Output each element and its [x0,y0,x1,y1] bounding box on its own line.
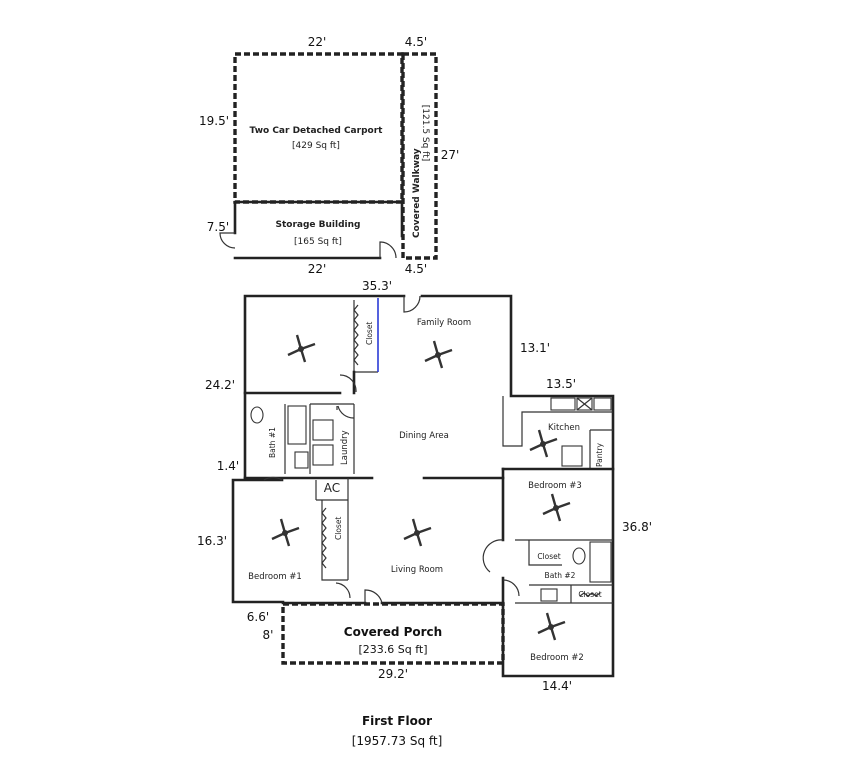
dimension-label: 8' [263,628,274,642]
living-room-label: Living Room [391,565,443,575]
dimension-label: 22' [308,35,327,49]
dimension-label: 4.5' [405,262,427,276]
ac-label: AC [324,481,340,495]
dimension-label: 4.5' [405,35,427,49]
house-exterior-wall [231,294,615,678]
door-swing [482,539,504,573]
closet-label: Closet [537,552,560,561]
ceiling-fan-icon [542,493,571,522]
closet-door [579,592,601,597]
bath1-toilet [250,406,264,424]
dimension-label: 29.2' [378,667,408,681]
plan-total-area: [1957.73 Sq ft] [352,734,443,748]
bath1-label: Bath #1 [268,427,277,458]
walkway-outline [401,52,438,260]
door-swing [337,405,355,419]
dimension-label: 14.4' [542,679,572,693]
stove [593,397,612,411]
closet-label: Closet [578,590,601,599]
walkway-area: [121.5 Sq ft] [420,105,430,161]
closet-door [353,304,359,366]
door-swing [502,579,520,597]
dimension-label: 13.1' [520,341,550,355]
bath2-sink [540,588,558,602]
interior-wall [315,478,349,581]
dryer [312,444,334,466]
ceiling-fan-icon [529,429,558,458]
door-swing [339,374,357,393]
door-swing [263,476,283,481]
door-swing [379,241,397,259]
ceiling-fan-icon [537,612,566,641]
refrigerator [561,445,583,467]
storage-outline [233,200,404,260]
storage-label: Storage Building [276,220,361,230]
closet-door [321,507,327,569]
plan-title: First Floor [362,714,432,728]
dining-area-label: Dining Area [399,431,449,441]
dimension-label: 6.6' [247,610,269,624]
door-swing [403,295,421,313]
dimension-label: 35.3' [362,279,392,293]
closet-label: Closet [334,517,343,540]
kitchen-sink [550,397,576,411]
storage-area: [165 Sq ft] [294,237,342,247]
porch-area: [233.6 Sq ft] [358,643,427,656]
bath1-sink [294,451,309,469]
porch-label: Covered Porch [344,625,442,639]
ceiling-fan-icon [287,334,316,363]
pantry-label: Pantry [595,442,604,467]
closet-label: Closet [365,322,374,345]
dimension-label: 16.3' [197,534,227,548]
interior-wall [515,539,613,604]
ceiling-fan-icon [271,518,300,547]
carport-area: [429 Sq ft] [292,141,340,151]
bathtub [589,541,612,583]
dimension-label: 36.8' [622,520,652,534]
bedroom2-label: Bedroom #2 [530,653,584,663]
kitchen-counter [502,396,613,447]
bedroom1-label: Bedroom #1 [248,572,302,582]
dimension-label: 22' [308,262,327,276]
pantry-wall [589,429,613,468]
dimension-label: 7.5' [207,220,229,234]
carport-label: Two Car Detached Carport [250,126,384,136]
ceiling-fan-icon [424,340,453,369]
bedroom3-label: Bedroom #3 [528,481,582,491]
door-swing [335,582,351,599]
interior-wall [243,370,356,395]
ceiling-fan-icon [403,518,432,547]
bath1-tub [287,405,307,445]
dimension-label: 1.4' [217,459,239,473]
dimension-label: 19.5' [199,114,229,128]
dimension-label: 13.5' [546,377,576,391]
dimension-label: 27' [441,148,460,162]
door-swing [219,232,236,249]
laundry-label: Laundry [340,430,350,465]
bath2-toilet [572,547,586,565]
bath2-label: Bath #2 [545,571,576,580]
interior-wall [284,403,355,474]
walkway-label: Covered Walkway [412,148,422,238]
dimension-label: 24.2' [205,378,235,392]
door-swing [364,589,383,604]
kitchen-label: Kitchen [548,423,580,433]
family-room-label: Family Room [417,318,471,328]
washer [312,419,334,441]
porch-outline [281,602,505,665]
